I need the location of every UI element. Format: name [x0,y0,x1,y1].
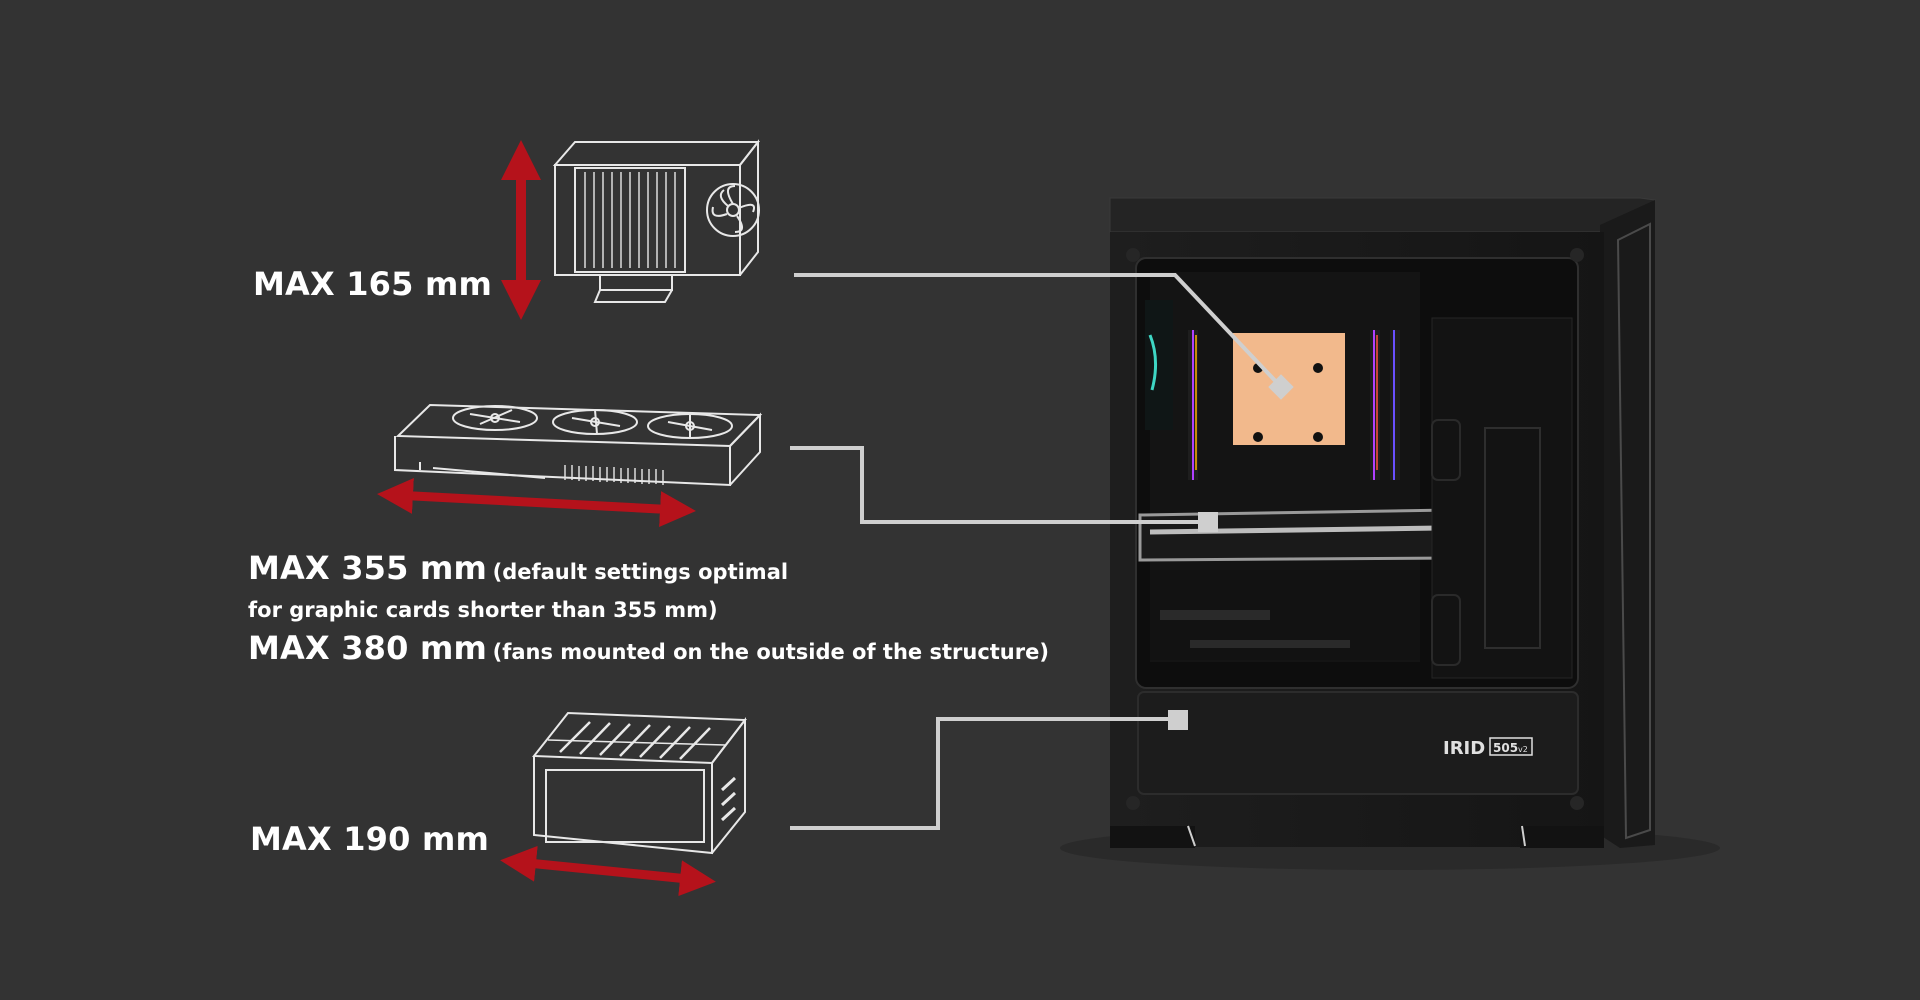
gpu-note-1b: for graphic cards shorter than 355 mm) [248,598,718,622]
gpu-max-380-label: MAX 380 mm [248,629,488,667]
gpu-line-1: MAX 355 mm (default settings optimal [248,550,1049,592]
gpu-note-1a: (default settings optimal [492,560,789,584]
cpu-cooler-icon [552,139,761,303]
gpu-max-355-label: MAX 355 mm [248,549,488,587]
psu-callout-marker [1168,710,1188,730]
gpu-note-2: (fans mounted on the outside of the stru… [492,640,1049,664]
gpu-length-arrow [377,477,696,528]
gpu-callout-marker [1198,512,1218,532]
psu-callout-line [790,717,1176,830]
cooler-height-label: MAX 165 mm [253,265,493,303]
case-brand-logo: IRID [1443,738,1485,759]
power-supply-icon [531,711,747,855]
psu-length-arrow [500,845,716,897]
graphics-card-icon [394,403,763,487]
gpu-length-label-block: MAX 355 mm (default settings optimal for… [248,550,1049,672]
cooler-callout-line [794,273,1284,390]
gpu-line-3: MAX 380 mm (fans mounted on the outside … [248,630,1049,672]
psu-length-label: MAX 190 mm [250,820,490,858]
case-model-logo: 505 [1493,741,1518,755]
psu-shroud [1137,691,1579,795]
pc-case: IRID 505 v2 [1060,197,1720,870]
case-version-logo: v2 [1518,745,1528,754]
gpu-line-2: for graphic cards shorter than 355 mm) [248,592,1049,630]
gpu-callout-line [790,446,1210,524]
